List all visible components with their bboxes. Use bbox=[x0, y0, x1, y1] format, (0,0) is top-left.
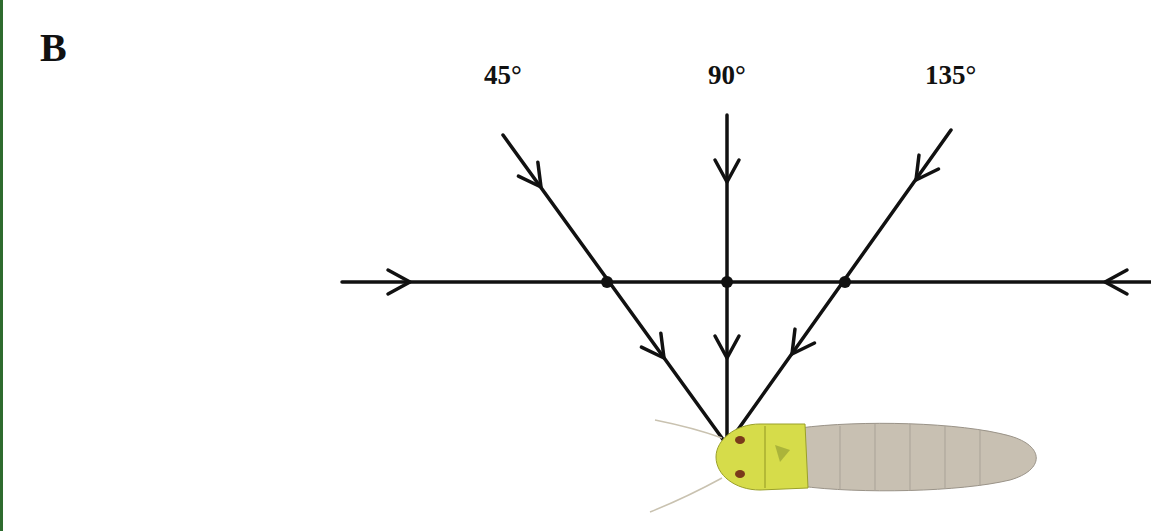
arrowhead bbox=[388, 270, 410, 294]
arrowhead bbox=[792, 329, 815, 354]
angle-label: 45° bbox=[484, 62, 522, 89]
direction-lines bbox=[342, 115, 1151, 445]
panel-letter: B bbox=[40, 28, 67, 68]
cricket-illustration bbox=[650, 420, 1036, 512]
arrowhead bbox=[1105, 270, 1127, 294]
panel-border bbox=[0, 0, 3, 531]
arrowhead bbox=[916, 155, 939, 180]
arrowhead bbox=[641, 333, 664, 358]
arrowhead bbox=[518, 162, 541, 187]
intersection-dots bbox=[601, 276, 851, 288]
arrowhead bbox=[715, 160, 739, 182]
angle-label: 90° bbox=[708, 62, 746, 89]
angle-label: 135° bbox=[925, 62, 976, 89]
arrowhead bbox=[715, 336, 739, 358]
arrowheads bbox=[388, 155, 1127, 358]
